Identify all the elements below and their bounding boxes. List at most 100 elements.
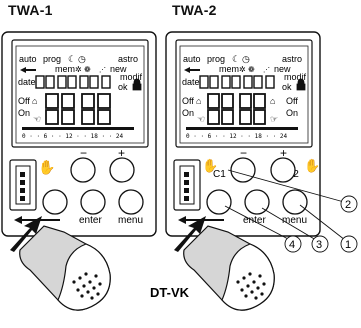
twa1-menu-label: menu	[118, 215, 143, 226]
twa2-menu-button[interactable]	[282, 189, 308, 215]
twa1-menu-button[interactable]	[118, 189, 144, 215]
twa2-lcd-modif: modif	[284, 72, 307, 82]
twa1-device: auto prog ☾ ◷ astro mem ✲ ❁ ⋰ new modif …	[1, 31, 157, 252]
twa1-lcd-mem: mem	[55, 64, 75, 74]
twa1-left-button[interactable]	[42, 189, 68, 215]
twa1-lock-icon	[132, 78, 142, 91]
twa2-enter-button[interactable]	[244, 189, 270, 215]
callout-label-1: 1	[345, 239, 351, 251]
twa1-hand-small-icon: ☜	[33, 114, 41, 124]
twa1-gear-icon: ❁	[84, 65, 91, 74]
twa1-contact-2	[20, 180, 25, 185]
twa1-segment-row-small	[35, 75, 111, 89]
callout-label-2: 2	[345, 199, 351, 211]
device-title-twa2: TWA-2	[172, 2, 217, 18]
twa2-segment-row-small	[199, 75, 275, 89]
twa2-hand-right-icon: ✋	[304, 158, 320, 173]
callout-label-3: 3	[316, 239, 322, 251]
twa2-hand-small-icon: ☜	[197, 114, 205, 124]
device-title-twa1: TWA-1	[8, 2, 53, 18]
twa1-sun-icon: ✲	[75, 65, 82, 74]
twa2-arrow-left-icon	[184, 67, 200, 73]
twa1-lcd-auto: auto	[19, 54, 37, 64]
twa1-lcd-astro: astro	[118, 54, 138, 64]
twa2-c1-label: C1	[213, 169, 226, 180]
twa2-lcd-astro: astro	[282, 54, 302, 64]
twa1-lcd-modif: modif	[120, 72, 143, 82]
twa1-segment-row-large-1	[45, 93, 111, 109]
twa2-lcd-auto: auto	[183, 54, 201, 64]
twa2-device: auto prog ☾ ◷ astro mem ✲ ❁ ⋰ new modif …	[165, 31, 321, 252]
twa2-gear-icon: ❁	[248, 65, 255, 74]
twa1-lcd-on: On	[18, 108, 30, 118]
twa1-minus-label: −	[80, 146, 87, 160]
twa2-plus-label: +	[280, 146, 287, 160]
twa1-contact-4	[20, 196, 25, 201]
twa2-clock-icon: ◷	[242, 54, 250, 64]
twa2-key-dots	[236, 272, 266, 300]
twa2-lcd-off: Off	[182, 96, 194, 106]
twa2-hand-icon: ✋	[202, 158, 218, 173]
twa2-contact-3	[184, 188, 189, 193]
twa2-plus-button[interactable]	[270, 157, 296, 183]
twa1-hand-icon: ✋	[38, 159, 55, 175]
twa2-minus-button[interactable]	[230, 157, 256, 183]
twa1-insert-arrow-icon	[10, 216, 42, 252]
twa2-key	[183, 225, 275, 311]
twa1-key-dots	[72, 272, 102, 300]
twa1-clock-icon: ◷	[78, 54, 86, 64]
callout-circle-4	[284, 235, 302, 253]
callout-line-1	[299, 204, 346, 241]
twa1-arrow-left-icon	[20, 67, 36, 73]
twa2-lcd-ok: ok	[282, 82, 292, 92]
twa1-key	[19, 225, 111, 311]
twa1-lcd-prog: prog	[43, 54, 61, 64]
twa2-insert-arrow-icon	[174, 216, 206, 252]
twa1-bell-icon: ⌂	[32, 96, 37, 106]
twa1-minus-button[interactable]	[70, 157, 96, 183]
twa1-enter-button[interactable]	[80, 189, 106, 215]
callout-line-3	[261, 207, 317, 241]
twa2-time-scale: 0 · · 6 · · 12 · · 18 · · 24	[186, 133, 288, 140]
twa2-menu-label: menu	[282, 215, 307, 226]
twa2-enter-label: enter	[243, 215, 266, 226]
twa2-hand-right-small-icon: ☞	[270, 114, 278, 124]
twa2-lcd-date: date	[182, 77, 200, 87]
twa2-sun-icon: ✲	[239, 65, 246, 74]
twa2-contact-2	[184, 180, 189, 185]
twa2-moon-icon: ☾	[232, 54, 240, 64]
callout-circle-2	[340, 195, 358, 213]
twa1-program-bar	[22, 127, 134, 130]
twa2-bell-icon: ⌂	[196, 96, 201, 106]
twa2-contact-1	[184, 172, 189, 177]
twa1-plus-button[interactable]	[109, 157, 135, 183]
twa2-segment-row-large-1	[207, 93, 266, 109]
twa2-program-bar	[186, 127, 298, 130]
twa1-contact-3	[20, 188, 25, 193]
twa1-dots-icon: ⋰	[99, 67, 106, 74]
callout-line-4	[224, 205, 291, 241]
twa2-minus-label: −	[240, 146, 247, 160]
key-model-label: DT-VK	[150, 285, 190, 300]
twa2-lcd-prog: prog	[207, 54, 225, 64]
twa1-time-scale: 0 · · 6 · · 12 · · 18 · · 24	[22, 133, 124, 140]
twa2-lcd-off-right: Off	[286, 96, 298, 106]
twa1-moon-icon: ☾	[68, 54, 76, 64]
twa1-segment-row-large-2	[45, 109, 111, 125]
twa1-lcd-date: date	[18, 77, 36, 87]
callout-label-4: 4	[289, 239, 295, 251]
twa2-dots-icon: ⋰	[263, 67, 270, 74]
callout-circle-1	[340, 235, 358, 253]
twa2-lcd-new: new	[274, 64, 291, 74]
twa2-lcd-on: On	[182, 108, 194, 118]
twa1-lcd-off: Off	[18, 96, 30, 106]
twa1-lcd	[15, 45, 145, 144]
twa2-left-button[interactable]	[206, 189, 232, 215]
twa2-lock-icon	[296, 78, 306, 91]
twa2-lcd-on-right: On	[286, 108, 298, 118]
twa2-callouts	[224, 169, 358, 253]
callout-line-2	[227, 169, 345, 203]
twa1-plus-label: +	[118, 146, 125, 160]
twa2-contact-4	[184, 196, 189, 201]
